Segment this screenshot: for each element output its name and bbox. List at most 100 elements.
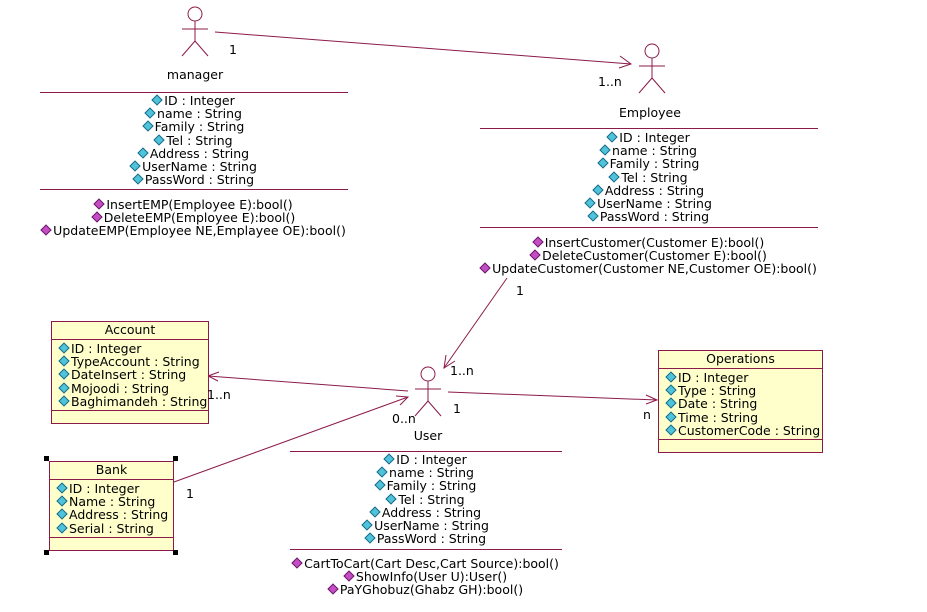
attribute-row: Time : String [665,410,822,424]
attribute-icon [596,157,609,170]
attribute-row: name : String [480,144,818,157]
operation-icon [291,557,303,569]
attribute-icon [364,532,376,544]
attribute-row: ID : Integer [58,342,208,355]
operation-row: InsertCustomer(Customer E):bool() [480,236,818,249]
attribute-row: Family : String [290,479,562,493]
attribute-icon [132,173,144,185]
user-operation-list: CartToCart(Cart Desc,Cart Source):bool()… [290,557,562,597]
attribute-icon [58,342,70,354]
multiplicity-user-to-operations: 1 [453,401,461,416]
operations-class-box[interactable]: Operations ID : Integer Type : String Da… [658,350,823,453]
selection-handle-bottom-left[interactable] [44,550,49,555]
operation-icon [327,583,339,596]
operation-icon [91,211,103,223]
arrowhead-employee [618,55,633,69]
attribute-icon [361,519,373,531]
account-operations-compartment [52,411,208,423]
attribute-icon [58,368,70,381]
attribute-row: PassWord : String [480,210,818,223]
attribute-row: name : String [290,466,562,479]
employee-divider-bottom [480,227,818,228]
attribute-row: UserName : String [40,160,348,173]
account-attribute-list: ID : Integer TypeAccount : String DateIn… [52,340,208,412]
multiplicity-user-from-employee: 1..n [450,363,474,378]
employee-divider-top [480,128,818,129]
attribute-icon [153,133,166,146]
attribute-icon [56,495,68,507]
attribute-row: UserName : String [290,519,562,532]
attribute-row: PassWord : String [290,532,562,545]
arrowhead-operations [645,394,659,405]
attribute-icon [665,384,677,396]
selection-handle-bottom-right[interactable] [173,550,178,555]
attribute-icon [383,453,395,465]
assoc-employee-user [443,277,508,369]
attribute-icon [665,371,677,383]
employee-actor-name[interactable]: Employee [619,105,681,120]
attribute-row: TypeAccount : String [58,355,208,368]
attribute-row: Serial : String [56,521,173,535]
user-actor-name[interactable]: User [413,428,443,443]
attribute-row: Type : String [665,384,822,397]
attribute-row: ID : Integer [665,371,822,384]
attribute-icon [58,395,70,407]
multiplicity-bank-source: 1 [186,486,194,501]
operation-row: InsertEMP(Employee E):bool() [40,198,348,211]
manager-actor-figure [181,6,209,57]
user-actor-figure [414,366,442,417]
multiplicity-operations-target: n [643,407,651,422]
attribute-row: Tel : String [40,134,348,147]
employee-operation-list: InsertCustomer(Customer E):bool() Delete… [479,236,818,276]
attribute-row: DateInsert : String [58,368,208,382]
operation-row: ShowInfo(User U):User() [290,570,562,583]
selection-handle-top-left[interactable] [44,456,49,461]
attribute-icon [373,479,386,492]
operation-icon [529,249,541,261]
attribute-row: Address : String [40,147,348,160]
account-class-box[interactable]: Account ID : Integer TypeAccount : Strin… [51,321,209,424]
employee-attribute-list: ID : Integer name : String Family : Stri… [480,131,818,223]
attribute-icon [141,120,154,133]
assoc-user-account [207,375,409,392]
manager-actor-name[interactable]: manager [166,67,224,82]
attribute-icon [56,521,68,534]
bank-attribute-list: ID : Integer Name : String Address : Str… [50,480,173,538]
attribute-icon [376,466,388,478]
user-attribute-list: ID : Integer name : String Family : Stri… [290,453,562,545]
attribute-row: name : String [40,107,348,120]
attribute-row: Baghimandeh : String [58,395,208,408]
operation-row: DeleteCustomer(Customer E):bool() [480,249,818,262]
attribute-icon [58,381,70,394]
manager-divider-bottom [40,189,348,190]
selection-handle-top-right[interactable] [173,456,178,461]
bank-operations-compartment [50,538,173,550]
attribute-row: Tel : String [290,493,562,506]
bank-class-title: Bank [50,462,173,480]
assoc-manager-employee [214,31,632,65]
multiplicity-manager-source: 1 [229,42,237,57]
attribute-row: Date : String [665,397,822,411]
employee-actor-figure [638,43,666,94]
attribute-icon [151,94,163,106]
arrowhead-user-from-bank [395,395,410,406]
attribute-icon [665,410,677,423]
attribute-row: CustomerCode : String [665,424,822,437]
attribute-row: Name : String [56,495,173,508]
operation-row: DeleteEMP(Employee E):bool() [40,211,348,224]
attribute-icon [58,355,70,367]
attribute-icon [608,170,621,183]
attribute-row: Tel : String [480,171,818,184]
attribute-row: ID : Integer [40,94,348,107]
operation-row: PaYGhobuz(Ghabz GH):bool() [290,583,562,597]
operation-icon [532,236,544,248]
operations-class-title: Operations [659,351,822,369]
attribute-icon [606,131,618,143]
attribute-icon [665,424,677,436]
arrowhead-account [206,371,220,382]
bank-class-box[interactable]: Bank ID : Integer Name : String Address … [49,461,174,551]
attribute-icon [129,160,141,172]
operation-row: UpdateEMP(Employee NE,Emplayee OE):bool(… [40,224,348,238]
attribute-row: Mojoodi : String [58,381,208,395]
attribute-icon [599,144,611,156]
